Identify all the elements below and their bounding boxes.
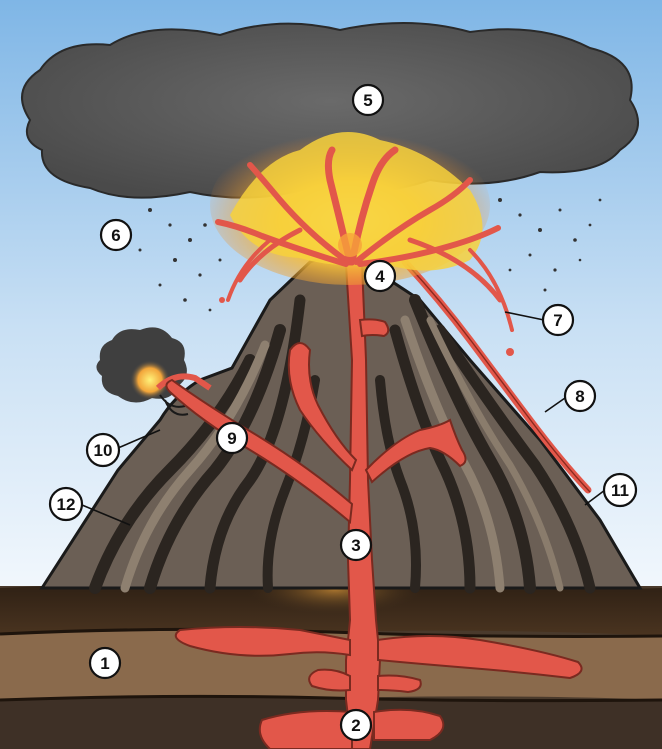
callout-6-text: 6 <box>111 226 120 245</box>
callout-12-text: 12 <box>57 495 76 514</box>
callout-3: 3 <box>341 530 371 560</box>
callout-9: 9 <box>217 423 247 453</box>
callout-9-text: 9 <box>227 429 236 448</box>
callout-3-text: 3 <box>351 536 360 555</box>
callout-4: 4 <box>365 261 395 291</box>
callout-8: 8 <box>565 381 595 411</box>
callout-2-text: 2 <box>351 716 360 735</box>
callout-11: 11 <box>604 474 636 506</box>
callout-7-text: 7 <box>553 311 562 330</box>
callout-5: 5 <box>353 85 383 115</box>
callout-12: 12 <box>50 488 82 520</box>
callout-5-text: 5 <box>363 91 372 110</box>
callout-6: 6 <box>101 220 131 250</box>
callout-8-text: 8 <box>575 387 584 406</box>
callout-10-text: 10 <box>94 441 113 460</box>
callout-7: 7 <box>543 305 573 335</box>
callout-1: 1 <box>90 648 120 678</box>
callout-1-text: 1 <box>100 654 109 673</box>
callout-11-text: 11 <box>611 481 629 500</box>
callout-10: 10 <box>87 434 119 466</box>
callout-2: 2 <box>341 710 371 740</box>
callout-4-text: 4 <box>375 267 385 286</box>
